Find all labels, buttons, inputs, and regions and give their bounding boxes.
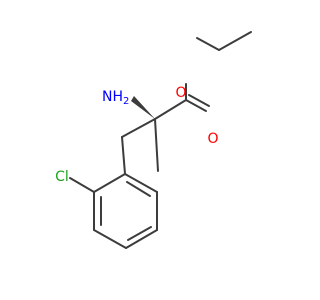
wedge-bond-amino — [131, 96, 155, 119]
ring-inner-double-2 — [127, 226, 152, 241]
bond-ch2-ring — [121, 136, 126, 175]
bond-alpha-methyl — [154, 118, 159, 172]
ester-oxygen-label: O — [175, 85, 186, 101]
ring-bond-6 — [124, 173, 158, 193]
bond-carbonyl-double-b — [188, 94, 210, 107]
bond-alpha-ch2 — [121, 118, 156, 138]
bond-alpha-carbonyl — [154, 99, 187, 120]
chlorine-label: Cl — [55, 169, 69, 185]
ring-bond-1 — [93, 173, 126, 193]
ring-bond-3 — [93, 229, 127, 249]
ring-bond-4 — [125, 229, 158, 249]
structure-diagram: NH2 O O Cl — [55, 31, 252, 249]
bond-ethyl-ch2-o — [196, 37, 220, 51]
amino-label: NH2 — [102, 89, 129, 107]
bond-ring-cl — [69, 177, 95, 193]
bond-ethyl-ch3-ch2 — [218, 31, 252, 51]
carbonyl-oxygen-label: O — [207, 131, 218, 147]
molecule-canvas: NH2 O O Cl — [55, 31, 252, 249]
amino-label-text: NH — [102, 89, 123, 105]
bond-carbonyl-double-a — [185, 99, 207, 112]
amino-subscript: 2 — [123, 96, 129, 107]
ring-inner-double-3 — [126, 181, 151, 197]
